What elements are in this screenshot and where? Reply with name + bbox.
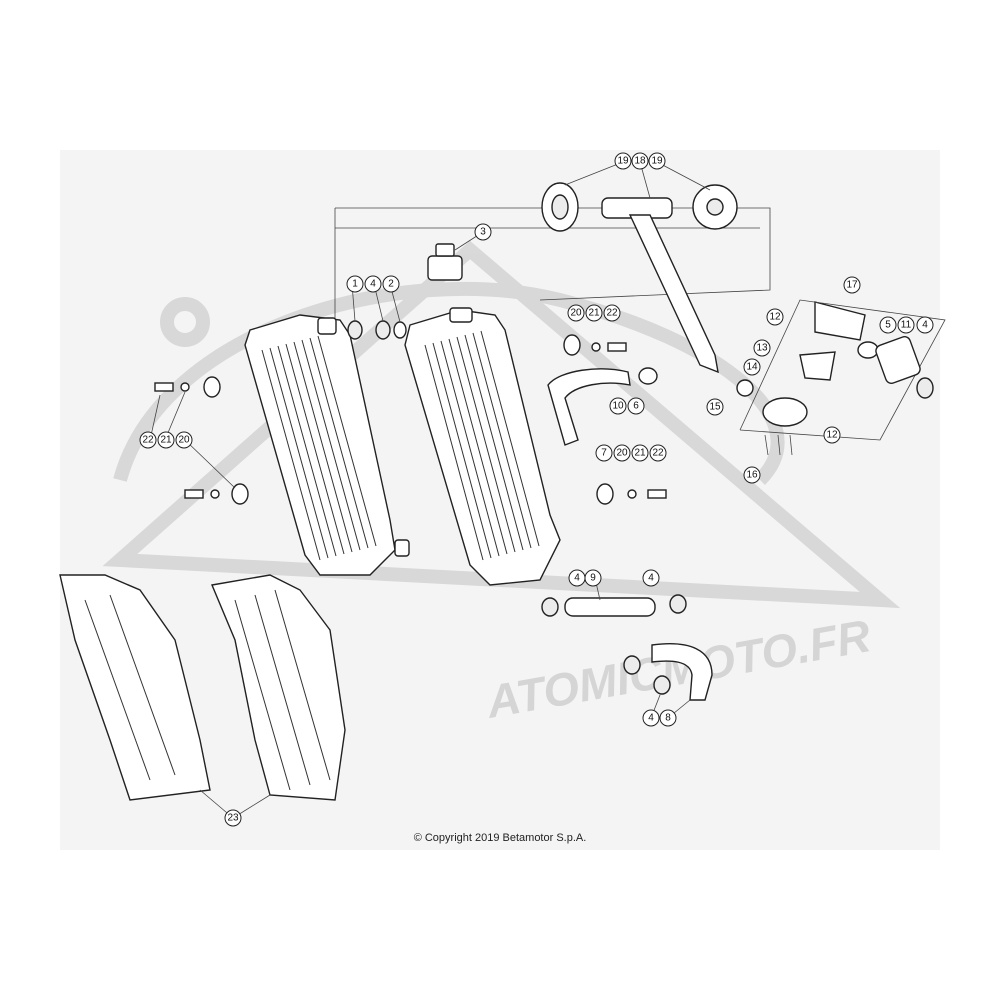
callout-12-a: 12	[766, 308, 784, 326]
left-radiator-fins	[261, 335, 377, 561]
callout-9: 9	[584, 569, 602, 587]
svg-text:22: 22	[606, 308, 618, 319]
svg-text:23: 23	[227, 813, 239, 824]
svg-text:4: 4	[370, 279, 376, 290]
callout-7: 7	[595, 444, 613, 462]
callout-4-e: 4	[642, 709, 660, 727]
svg-text:16: 16	[746, 470, 758, 481]
callout-21-a: 21	[585, 304, 603, 322]
callout-2: 2	[382, 275, 400, 293]
callout-21-b: 21	[157, 431, 175, 449]
callout-13: 13	[753, 339, 771, 357]
callout-4-c: 4	[568, 569, 586, 587]
callout-21-c: 21	[631, 444, 649, 462]
svg-text:21: 21	[588, 308, 600, 319]
left-mounting-hardware	[154, 376, 249, 505]
callout-15: 15	[706, 398, 724, 416]
filler-neck	[449, 307, 473, 323]
callout-19-b: 19	[648, 152, 666, 170]
callout-14: 14	[743, 358, 761, 376]
svg-text:5: 5	[885, 320, 891, 331]
callout-20-c: 20	[613, 444, 631, 462]
svg-text:20: 20	[570, 308, 582, 319]
callout-11: 11	[897, 316, 915, 334]
right-hose-parts	[857, 336, 934, 399]
svg-text:14: 14	[746, 362, 758, 373]
svg-text:21: 21	[634, 448, 646, 459]
callout-22-a: 22	[603, 304, 621, 322]
o-ring	[736, 379, 754, 397]
right-mounting-hardware	[563, 334, 667, 505]
copyright-text: © Copyright 2019 Betamotor S.p.A.	[413, 832, 587, 844]
svg-text:20: 20	[178, 435, 190, 446]
svg-text:8: 8	[665, 713, 671, 724]
radiator-cap	[427, 243, 463, 281]
svg-text:6: 6	[633, 401, 639, 412]
elbow-hose	[623, 643, 713, 701]
callout-10: 10	[609, 397, 627, 415]
svg-text:13: 13	[756, 343, 768, 354]
svg-text:4: 4	[922, 320, 928, 331]
hose-tube	[628, 214, 719, 374]
svg-text:12: 12	[826, 430, 838, 441]
left-radiator	[244, 314, 410, 576]
svg-text:7: 7	[601, 448, 607, 459]
callout-20-a: 20	[567, 304, 585, 322]
svg-text:2: 2	[388, 279, 394, 290]
crossover-tube	[541, 182, 738, 374]
right-radiator-fins	[424, 330, 540, 561]
right-radiator-guard	[211, 574, 346, 801]
callout-4-d: 4	[642, 569, 660, 587]
right-radiator	[404, 307, 561, 586]
callout-19-a: 19	[614, 152, 632, 170]
svg-text:19: 19	[651, 156, 663, 167]
callout-22-b: 22	[139, 431, 157, 449]
callout-5: 5	[879, 316, 897, 334]
left-radiator-guard	[59, 574, 211, 801]
svg-text:15: 15	[709, 402, 721, 413]
svg-text:21: 21	[160, 435, 172, 446]
callout-1: 1	[346, 275, 364, 293]
callout-23: 23	[224, 809, 242, 827]
top-clamps	[347, 320, 407, 340]
straight-hose	[541, 594, 687, 617]
svg-text:4: 4	[648, 573, 654, 584]
callout-22-c: 22	[649, 444, 667, 462]
callout-18: 18	[631, 152, 649, 170]
svg-text:12: 12	[769, 312, 781, 323]
svg-text:10: 10	[612, 401, 624, 412]
callout-17: 17	[843, 276, 861, 294]
svg-text:3: 3	[480, 227, 486, 238]
left-radiator-inlet	[317, 317, 337, 335]
svg-text:17: 17	[846, 280, 858, 291]
svg-text:19: 19	[617, 156, 629, 167]
svg-text:20: 20	[616, 448, 628, 459]
svg-text:4: 4	[574, 573, 580, 584]
callout-16: 16	[743, 466, 761, 484]
svg-text:22: 22	[652, 448, 664, 459]
svg-text:4: 4	[648, 713, 654, 724]
callout-20-b: 20	[175, 431, 193, 449]
left-radiator-outlet	[394, 539, 410, 557]
svg-text:18: 18	[634, 156, 646, 167]
svg-text:9: 9	[590, 573, 596, 584]
svg-text:1: 1	[352, 279, 358, 290]
callout-4-b: 4	[916, 316, 934, 334]
svg-text:22: 22	[142, 435, 154, 446]
callout-8: 8	[659, 709, 677, 727]
callout-4-a: 4	[364, 275, 382, 293]
callout-3: 3	[474, 223, 492, 241]
svg-text:11: 11	[901, 320, 912, 331]
callout-6: 6	[627, 397, 645, 415]
curved-hose	[547, 367, 658, 446]
callout-12-b: 12	[823, 426, 841, 444]
